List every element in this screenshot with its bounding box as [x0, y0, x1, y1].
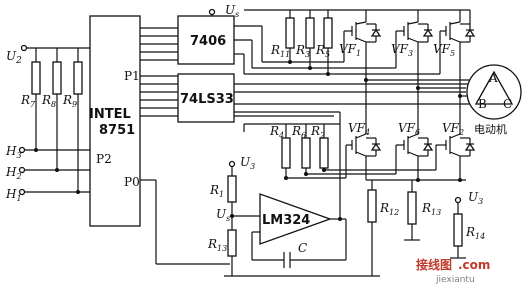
supply-us-terminal: [208, 8, 216, 16]
mcu-port-p2: P2: [96, 152, 112, 166]
supply-u3-right-terminal: [454, 196, 462, 204]
logic-body: [177, 73, 235, 123]
resistor-r6: [301, 137, 311, 169]
resistor-r3-label: R3: [295, 43, 310, 59]
resistor-r7: [31, 61, 41, 95]
supply-us-label: Us: [225, 3, 239, 19]
mcu-port-p1: P1: [124, 69, 140, 83]
left-input-section: U2 R7 R8 R9 H3 H2 H1: [5, 44, 90, 203]
resistor-r3: [305, 17, 315, 49]
resistor-r13-sense-label: R13: [421, 201, 441, 217]
resistor-r13-sense: [407, 191, 417, 225]
transistor-vf2: [435, 124, 476, 170]
watermark-main: 接线图: [416, 257, 452, 272]
capacitor-c-label: C: [298, 241, 307, 255]
transistor-vf6: [395, 124, 434, 174]
transistor-vf4-label: VF4: [348, 121, 370, 137]
resistor-r5: [323, 17, 333, 49]
resistor-r12: [367, 189, 377, 223]
transistor-vf2-label: VF2: [442, 121, 464, 137]
resistor-r9: [73, 61, 83, 95]
upper-bridge: VF1 VF3: [339, 10, 476, 96]
motor-phase-c: C: [503, 97, 512, 111]
resistor-r14: [453, 213, 463, 247]
motor-label: 电动机: [474, 122, 507, 136]
buffer-7406: 7406: [177, 15, 235, 65]
resistor-r1-label: R1: [209, 183, 224, 199]
watermark-domain: .com: [458, 258, 490, 272]
junction: [76, 190, 80, 194]
opamp-section: U3 R1 R13 Us LM324 C: [207, 150, 380, 277]
watermark: 接线图 .com jiexiantu: [416, 257, 490, 285]
top-supply-section: Us R11 R3 R5: [208, 3, 471, 76]
motor-phase-b: B: [478, 97, 487, 111]
input-h3-label: H3: [5, 144, 22, 160]
resistor-r12-label: R12: [379, 201, 399, 217]
transistor-vf1-label: VF1: [339, 42, 361, 58]
motor: A B C 电动机: [466, 64, 522, 136]
sense-resistors: R12 R13 U3 R14: [367, 180, 485, 276]
resistor-r8: [52, 61, 62, 95]
junction: [55, 168, 59, 172]
transistor-vf5-label: VF5: [433, 42, 455, 58]
motor-phase-a: A: [488, 71, 498, 85]
mcu-body: [89, 15, 141, 227]
resistor-r2-label: R2: [310, 124, 325, 140]
motor-winding: [474, 70, 514, 105]
supply-u3-right-label: U3: [468, 190, 483, 206]
input-h2-label: H2: [5, 165, 22, 181]
transistor-vf6-label: VF6: [398, 121, 420, 137]
resistor-r4: [281, 137, 291, 169]
supply-u2-terminal: [20, 44, 28, 52]
junction: [34, 148, 38, 152]
mid-pullup-section: R4 R6 R2: [243, 123, 436, 180]
resistor-r11: [285, 17, 295, 49]
watermark-small: jiexiantu: [435, 275, 475, 285]
supply-u3-terminal: [228, 160, 236, 168]
input-h1-label: H1: [5, 187, 22, 203]
transistor-vf3-label: VF3: [391, 42, 413, 58]
input-us-label: Us: [216, 207, 230, 223]
buffer-label: 7406: [190, 34, 226, 49]
opamp-lm324: [259, 193, 332, 245]
input-h1-terminal: [18, 188, 26, 196]
lower-bridge: VF4 VF6: [345, 121, 476, 182]
resistor-r6-label: R6: [291, 124, 306, 140]
transistor-vf1: [340, 10, 382, 80]
input-h2-terminal: [18, 166, 26, 174]
resistor-r14-label: R14: [465, 225, 485, 241]
supply-u3-label: U3: [240, 155, 255, 171]
transistor-vf5: [439, 10, 476, 96]
logic-74ls33: 74LS33: [177, 73, 235, 123]
resistor-r11-label: R11: [270, 43, 290, 59]
resistor-r1: [227, 175, 237, 203]
resistor-r2: [319, 137, 329, 169]
resistor-r9-label: R9: [62, 93, 77, 109]
mcu-name-line1: INTEL: [89, 107, 131, 122]
phase-output-wiring: [234, 78, 474, 150]
mcu-port-p0: P0: [124, 175, 140, 189]
resistor-r8-label: R8: [41, 93, 56, 109]
mcu-name-line2: 8751: [99, 123, 135, 138]
supply-u2-label: U2: [6, 49, 22, 66]
transistor-vf4: [345, 124, 382, 178]
input-h3-terminal: [18, 146, 26, 154]
opamp-label: LM324: [262, 213, 310, 228]
mcu-to-buffer-bus: [140, 27, 230, 265]
resistor-r7-label: R7: [20, 93, 36, 109]
logic-label: 74LS33: [180, 92, 234, 107]
mcu-intel-8751: INTEL 8751 P1 P2 P0: [89, 15, 141, 227]
resistor-r13-amp-label: R13: [207, 237, 227, 253]
resistor-r13-amp: [227, 229, 237, 257]
transistor-vf3: [392, 10, 434, 88]
resistor-r4-label: R4: [269, 124, 284, 140]
